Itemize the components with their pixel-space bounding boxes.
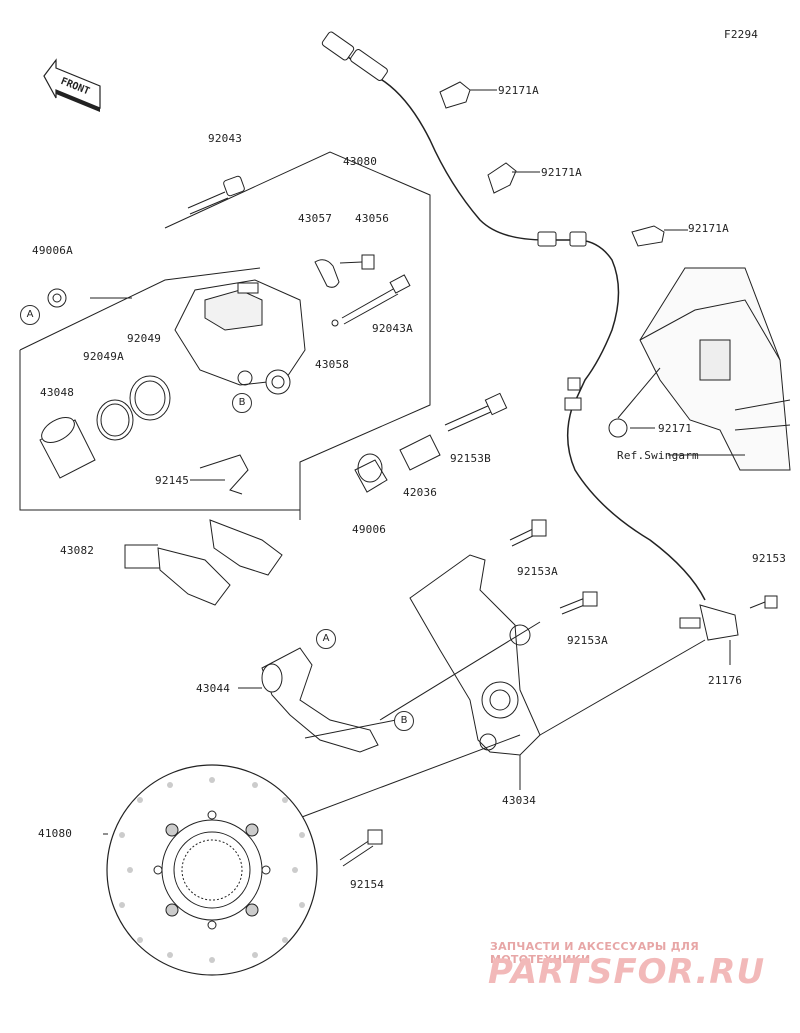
callout-A: A [316,629,336,649]
part-label-92171: 92171 [658,422,693,435]
part-label-92171A-2: 92171A [541,166,582,179]
part-label-49006A: 49006A [32,244,73,257]
part-label-43048: 43048 [40,386,75,399]
part-label-ref-swingarm: Ref.Swingarm [617,449,699,462]
part-label-41080: 41080 [38,827,73,840]
part-label-92153A-1: 92153A [517,565,558,578]
part-label-92171A-1: 92171A [498,84,539,97]
part-label-92153B: 92153B [450,452,491,465]
part-label-92145: 92145 [155,474,190,487]
part-label-42036: 42036 [403,486,438,499]
part-label-43080: 43080 [343,155,378,168]
watermark-logo: PARTSFOR.RU [488,952,766,992]
part-label-92043: 92043 [208,132,243,145]
callout-A: A [20,305,40,325]
callout-B: B [232,393,252,413]
part-label-92153A-2: 92153A [567,634,608,647]
part-label-92043A: 92043A [372,322,413,335]
part-label-92171A-3: 92171A [688,222,729,235]
part-label-21176: 21176 [708,674,743,687]
part-label-43057: 43057 [298,212,333,225]
part-label-43056: 43056 [355,212,390,225]
part-label-43044: 43044 [196,682,231,695]
front-arrow: FRONT [42,58,104,118]
front-arrow-icon: FRONT [43,58,101,112]
part-label-49006: 49006 [352,523,387,536]
diagram-code: F2294 [724,28,759,41]
callout-B: B [394,711,414,731]
watermark-tagline: ЗАПЧАСТИ И АКСЕССУАРЫ ДЛЯ МОТОТЕХНИКИ [490,940,700,966]
part-label-92154: 92154 [350,878,385,891]
part-label-92153: 92153 [752,552,787,565]
part-label-92049: 92049 [127,332,162,345]
part-label-43082: 43082 [60,544,95,557]
part-label-92049A: 92049A [83,350,124,363]
part-label-43058: 43058 [315,358,350,371]
part-label-43034: 43034 [502,794,537,807]
